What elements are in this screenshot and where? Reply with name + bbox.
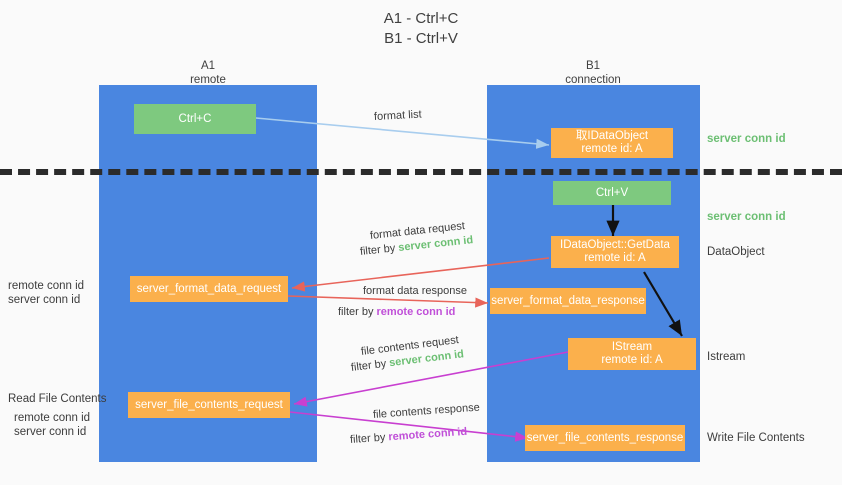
- annotation-remote-conn-id-1: remote conn id: [8, 280, 85, 292]
- node-ctrl-c[interactable]: Ctrl+C: [134, 104, 256, 134]
- label-format-data-response-filter-value: remote conn id: [376, 306, 456, 318]
- annotation-dataobject: DataObject: [707, 246, 765, 258]
- label-format-data-response: format data response: [363, 285, 467, 297]
- label-file-contents-response-filter-prefix: filter by: [349, 431, 389, 446]
- annotation-istream: Istream: [707, 351, 746, 363]
- label-file-contents-response: file contents response: [372, 401, 481, 421]
- phase-divider: [0, 169, 842, 175]
- node-server-file-contents-request[interactable]: server_file_contents_request: [128, 392, 290, 418]
- annotation-server-conn-id-2: server conn id: [14, 426, 87, 438]
- node-server-format-data-response[interactable]: server_format_data_response: [490, 288, 646, 314]
- annotation-conn-id-group-2: remote conn id server conn id: [14, 411, 90, 439]
- diagram-title: A1 - Ctrl+C B1 - Ctrl+V: [0, 9, 842, 49]
- column-a1-sub: remote: [190, 74, 226, 86]
- label-format-data-response-filter-prefix: filter by: [338, 306, 377, 318]
- column-header-b1: B1 connection: [508, 59, 678, 87]
- annotation-write-file-contents: Write File Contents: [707, 432, 805, 444]
- node-idataobject-line2: remote id: A: [581, 143, 643, 155]
- annotation-server-conn-id-1: server conn id: [8, 294, 81, 306]
- node-istream-line1: IStream: [611, 341, 653, 353]
- title-line-1: A1 - Ctrl+C: [383, 10, 459, 27]
- column-b1-name: B1: [585, 60, 601, 72]
- label-format-list: format list: [373, 108, 422, 123]
- annotation-read-file-contents: Read File Contents: [8, 393, 107, 405]
- node-getdata-line1: IDataObject::GetData: [560, 239, 670, 251]
- label-file-contents-response-filter: filter by remote conn id: [350, 425, 468, 447]
- annotation-server-conn-id-top: server conn id: [707, 133, 786, 145]
- node-istream-line2: remote id: A: [601, 354, 663, 366]
- node-server-file-contents-response[interactable]: server_file_contents_response: [525, 425, 685, 451]
- node-server-format-data-request[interactable]: server_format_data_request: [130, 276, 288, 302]
- column-header-a1: A1 remote: [123, 59, 293, 87]
- node-ctrl-v[interactable]: Ctrl+V: [553, 181, 671, 205]
- label-file-contents-response-filter-value: remote conn id: [388, 425, 468, 444]
- title-line-2: B1 - Ctrl+V: [384, 30, 458, 47]
- annotation-conn-id-group-1: remote conn id server conn id: [8, 279, 84, 307]
- annotation-server-conn-id-second: server conn id: [707, 211, 786, 223]
- label-format-data-request-filter-prefix: filter by: [359, 242, 399, 258]
- node-idataobject-line1: 取IDataObject: [575, 130, 649, 142]
- annotation-remote-conn-id-2: remote conn id: [14, 412, 91, 424]
- node-getdata[interactable]: IDataObject::GetData remote id: A: [551, 236, 679, 268]
- label-format-data-response-filter: filter by remote conn id: [338, 305, 455, 319]
- node-istream[interactable]: IStream remote id: A: [568, 338, 696, 370]
- node-getdata-line2: remote id: A: [584, 252, 646, 264]
- column-b1-sub: connection: [565, 74, 621, 86]
- label-file-contents-request-filter-prefix: filter by: [350, 357, 390, 374]
- node-idataobject[interactable]: 取IDataObject remote id: A: [551, 128, 673, 158]
- column-a1-name: A1: [200, 60, 216, 72]
